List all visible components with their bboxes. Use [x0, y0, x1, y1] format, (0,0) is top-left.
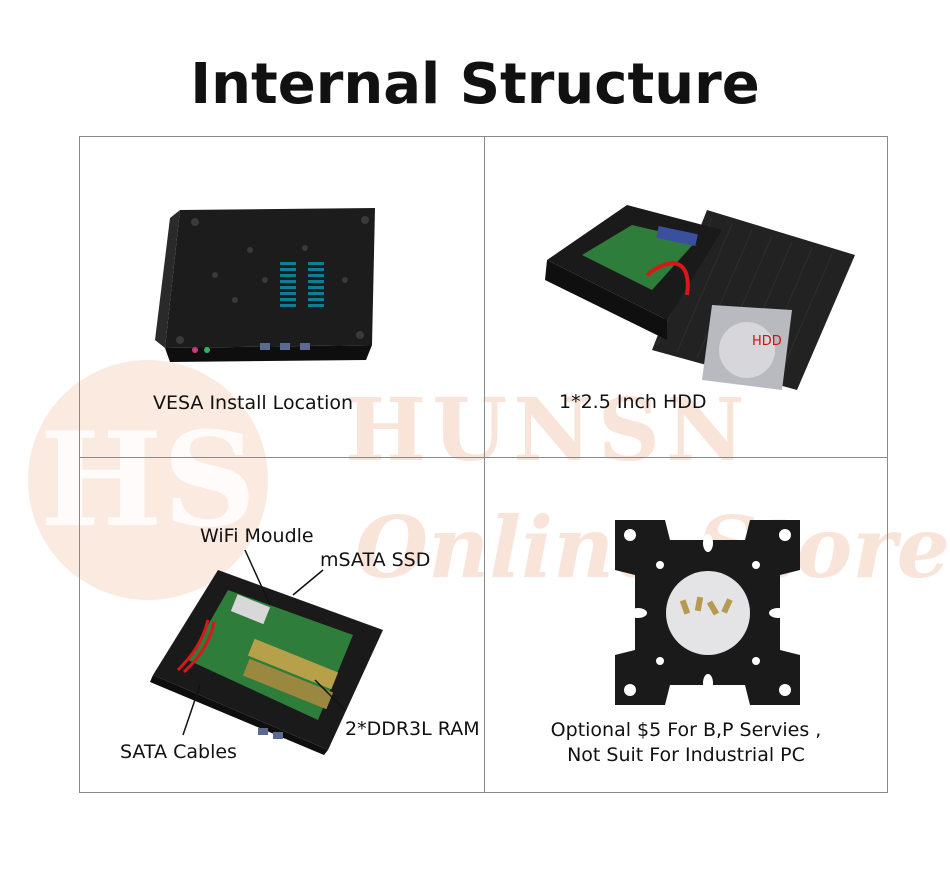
label-sata: SATA Cables [120, 741, 237, 763]
label-pointers [182, 549, 346, 736]
watermark-brand: HUNSN [345, 380, 751, 481]
label-msata: mSATA SSD [320, 549, 431, 571]
watermark-logo: HS [28, 360, 268, 600]
panel-grid [79, 136, 888, 793]
grid-divider-vertical [484, 136, 485, 793]
watermark-monogram: HS [40, 403, 257, 556]
vesa-caption: VESA Install Location [153, 392, 354, 414]
hdd-tag: HDD [752, 334, 782, 349]
vesa-option-line1: Optional $5 For B,P Servies , [550, 719, 822, 741]
grid-divider-horizontal [79, 457, 888, 458]
hdd-caption: 1*2.5 Inch HDD [559, 391, 707, 413]
label-wifi: WiFi Moudle [200, 525, 314, 547]
vesa-bracket-photo [615, 520, 800, 705]
hdd-install-photo: HDD [545, 205, 855, 390]
minipc-bottom-photo [155, 208, 375, 362]
motherboard-photo [150, 570, 383, 755]
label-ram: 2*DDR3L RAM [345, 718, 480, 740]
page-title: Internal Structure [190, 52, 760, 117]
vesa-option-line2: Not Suit For Industrial PC [567, 744, 805, 766]
